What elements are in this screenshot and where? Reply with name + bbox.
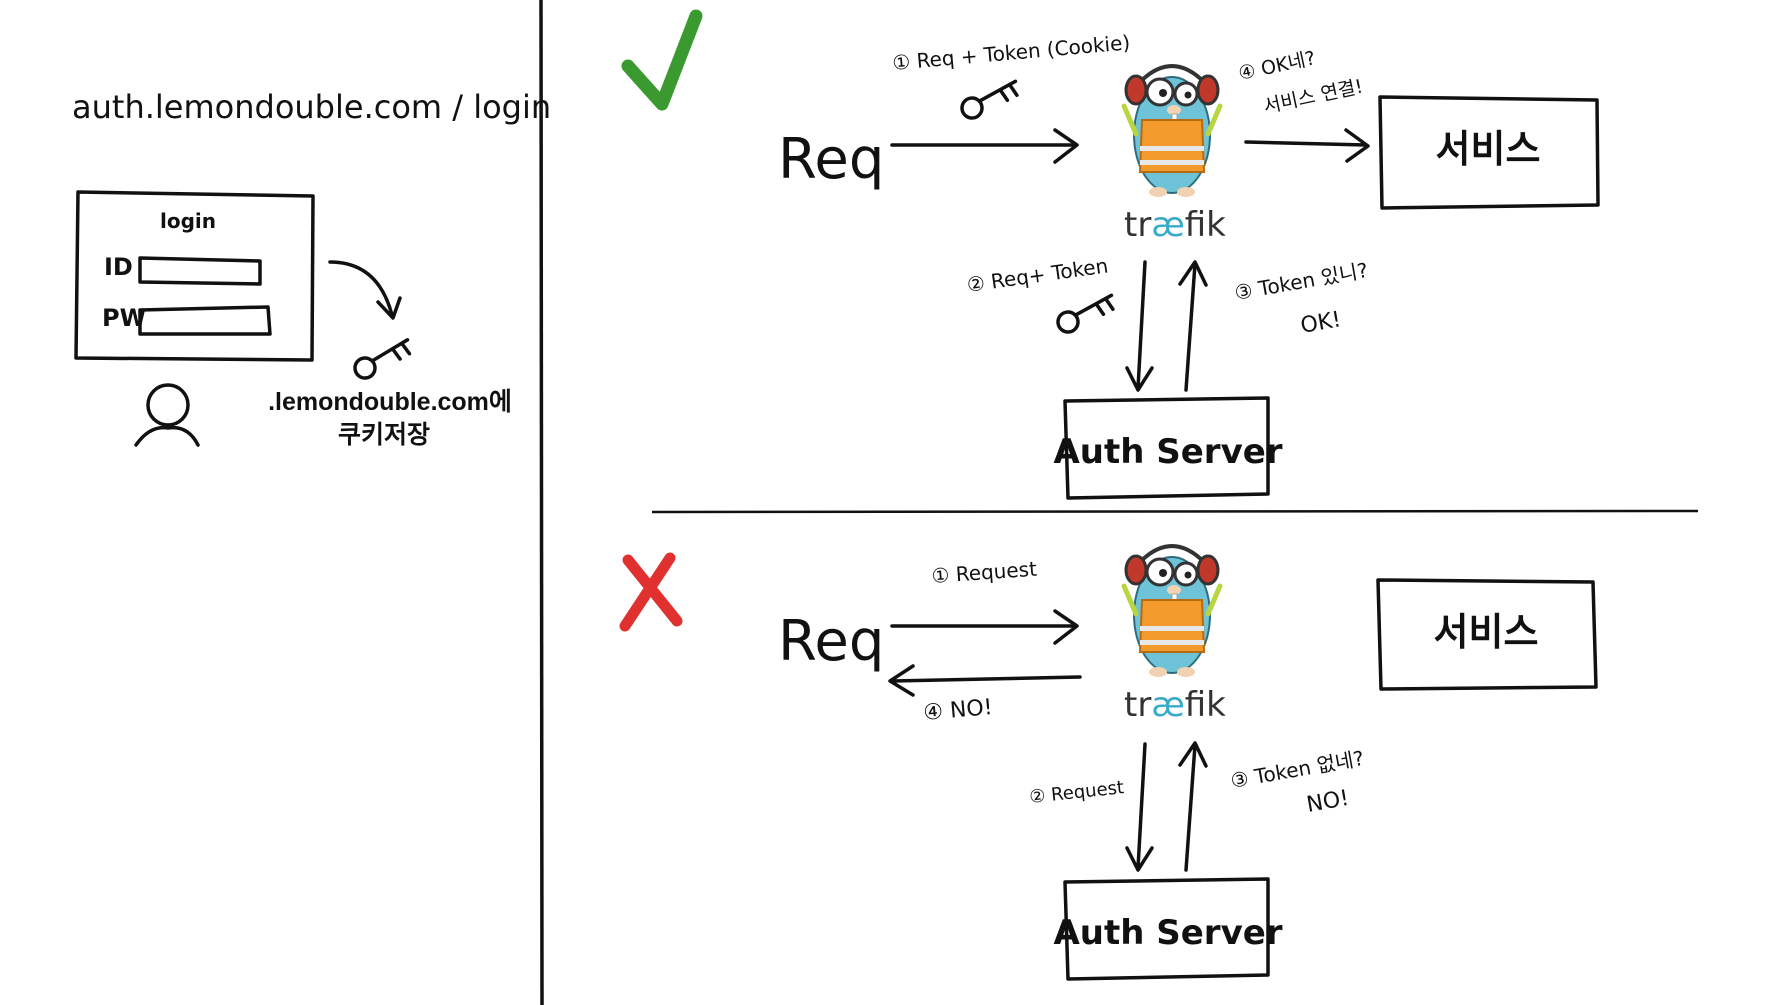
success-flow: Req ① Req + Token (Cookie) træfik ④ OK네?… (621, 9, 1600, 500)
panel-divider (539, 0, 544, 1005)
success-service-label: 서비스 (1436, 127, 1541, 171)
fail-service-label: 서비스 (1434, 610, 1539, 654)
success-step4-line2: 서비스 연결! (1261, 75, 1364, 118)
fail-step1: ① Request (931, 557, 1038, 588)
key-icon (958, 79, 1021, 121)
success-req-label: Req (778, 127, 884, 192)
traefik-gopher-icon (1124, 66, 1220, 197)
id-field (138, 256, 262, 286)
success-auth-label: Auth Server (1053, 432, 1282, 472)
fail-auth-box (1063, 877, 1270, 981)
login-url: auth.lemondouble.com / login (72, 88, 551, 126)
fail-auth-to-gateway-arrow (1184, 743, 1197, 872)
key-icon (1054, 293, 1117, 335)
success-gateway-label: træfik (1124, 205, 1226, 245)
flow-divider (651, 509, 1699, 514)
fail-gateway-label: træfik (1124, 685, 1226, 725)
key-icon (350, 338, 414, 382)
traefik-gopher-icon (1124, 546, 1220, 677)
gateway-to-auth-arrow (1136, 260, 1147, 390)
fail-gateway-to-auth-arrow (1136, 742, 1147, 870)
fail-auth-label: Auth Server (1053, 913, 1282, 953)
success-auth-box (1063, 396, 1270, 500)
fail-service-box (1376, 578, 1598, 691)
login-form-title: login (160, 209, 216, 233)
login-panel: auth.lemondouble.com / login login ID PW… (72, 88, 551, 449)
fail-step2: ② Request (1028, 777, 1125, 808)
success-step2: ② Req+ Token (965, 253, 1109, 297)
gateway-to-service-arrow (1244, 140, 1368, 147)
cookie-note-line1: .lemondouble.com에 (268, 388, 512, 416)
fail-flow: Req ① Request ④ NO! træfik 서비스 ② Request… (619, 546, 1598, 981)
fail-step4: ④ NO! (922, 695, 993, 726)
auth-to-gateway-arrow (1184, 262, 1197, 392)
success-step3-line2: OK! (1299, 307, 1343, 339)
cross-icon (619, 552, 683, 632)
pw-field (138, 305, 272, 336)
user-icon (134, 383, 200, 447)
fail-req-label: Req (778, 609, 884, 674)
check-icon (621, 9, 703, 111)
fail-gateway-to-req-arrow (891, 675, 1082, 683)
success-step3-line1: ③ Token 있니? (1233, 258, 1370, 305)
cookie-note-line2: 쿠키저장 (338, 421, 430, 449)
login-box (74, 190, 315, 362)
fail-step3-line2: NO! (1305, 786, 1351, 818)
cookie-arrow (328, 260, 394, 317)
success-step4-line1: ④ OK네? (1236, 47, 1317, 85)
success-service-box (1378, 95, 1600, 210)
id-label: ID (104, 253, 133, 281)
success-step1: ① Req + Token (Cookie) (891, 30, 1131, 75)
